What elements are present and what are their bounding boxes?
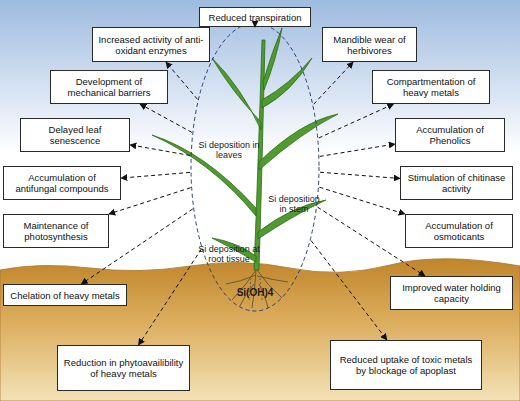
box-label: Stimulation of chitinase activity (404, 172, 509, 194)
leaf (262, 58, 312, 108)
dashed-arrow (314, 62, 354, 104)
box-label: Maintenance of photosynthesis (7, 220, 105, 242)
leaf (263, 28, 282, 90)
dashed-arrow (320, 144, 395, 156)
dashed-arrow (319, 187, 405, 214)
dashed-arrow (311, 241, 387, 341)
effect-box: Delayed leaf senescence (20, 118, 130, 152)
effect-box: Development of mechanical barriers (50, 70, 168, 104)
effect-box: Accumulation of osmoticants (405, 214, 513, 248)
plant (152, 28, 338, 270)
dashed-arrow (130, 145, 190, 156)
root (257, 276, 288, 282)
box-label: Accumulation of antifungal compounds (7, 172, 117, 194)
effect-box: Reduced uptake of toxic metals by blocka… (330, 340, 482, 390)
effect-box: Improved water holding capacity (390, 276, 513, 310)
box-label: Mandible wear of herbivores (326, 34, 413, 56)
effect-box: Mandible wear of herbivores (322, 27, 417, 62)
oval-label: Si deposition in stem (266, 194, 322, 214)
soil (0, 259, 520, 401)
oval-outline (190, 22, 320, 312)
box-label: Development of mechanical barriers (54, 76, 164, 98)
dashed-arrow (139, 249, 202, 345)
dashed-arrow (121, 172, 190, 178)
sky (0, 0, 520, 280)
effect-box: Reduced transpiration (199, 7, 311, 27)
box-label: Chelation of heavy metals (10, 290, 119, 301)
box-label: Improved water holding capacity (394, 282, 509, 304)
box-label: Reduced uptake of toxic metals by blocka… (334, 354, 478, 376)
dashed-arrow (109, 188, 191, 214)
dashed-arrow (140, 104, 192, 132)
oval-label: Si deposition in leaves (198, 140, 260, 160)
oval-label: Si(OH)4 (230, 288, 280, 298)
dashed-arrow (320, 172, 400, 178)
effect-box: Accumulation of Phenolics (395, 118, 505, 152)
leaf (212, 58, 261, 130)
dashed-arrow (319, 104, 394, 138)
dashed-arrow (255, 22, 256, 27)
box-label: Accumulation of osmoticants (409, 220, 509, 242)
dashed-arrow (318, 207, 426, 276)
leaf (259, 114, 338, 170)
root (226, 275, 256, 284)
effect-box: Accumulation of antifungal compounds (3, 166, 121, 200)
effect-box: Increased activity of anti-oxidant enzym… (92, 27, 210, 62)
box-label: Compartmentation of heavy metals (376, 76, 486, 98)
dashed-ellipse (191, 23, 319, 311)
effect-box: Maintenance of photosynthesis (3, 214, 109, 248)
dashed-arrow (81, 209, 193, 284)
oval-label: Si deposition at root tissue (194, 244, 264, 264)
roots (226, 270, 288, 308)
silicon-oval: Si deposition in leaves Si deposition in … (190, 22, 320, 312)
box-label: Reduction in phytoavailibility of heavy … (61, 357, 186, 379)
effect-box: Compartmentation of heavy metals (372, 70, 490, 104)
box-label: Reduced transpiration (209, 12, 302, 23)
box-label: Delayed leaf senescence (24, 124, 126, 146)
effect-box: Chelation of heavy metals (3, 284, 127, 306)
effect-box: Stimulation of chitinase activity (400, 166, 513, 200)
effect-box: Reduction in phytoavailibility of heavy … (57, 345, 190, 391)
box-label: Accumulation of Phenolics (399, 124, 501, 146)
box-label: Increased activity of anti-oxidant enzym… (96, 34, 206, 56)
dashed-arrow (166, 62, 198, 99)
